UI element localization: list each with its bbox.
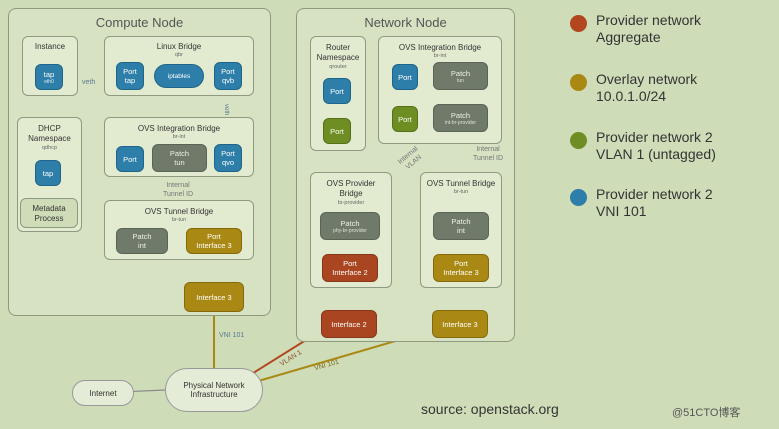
ovs-provider-title2: Bridge (339, 189, 363, 198)
compute-ovs-int-patch-tun[interactable]: Patch tun (152, 144, 207, 172)
veth-label: veth (82, 79, 96, 86)
router-port-blue[interactable]: Port (323, 78, 351, 104)
legend-dot-gold (570, 74, 587, 91)
ovs-provider-title: OVS Provider (326, 179, 376, 188)
network-ovs-tun-patch-int[interactable]: Patch int (433, 212, 489, 240)
iptables[interactable]: iptables (154, 64, 204, 88)
metadata-process[interactable]: Metadata Process (20, 198, 78, 228)
dhcp-tap[interactable]: tap (35, 160, 61, 186)
network-ovs-tun-title: OVS Tunnel Bridge (426, 179, 496, 188)
network-internal-tunnel-label: Internal Tunnel ID (472, 146, 504, 162)
network-ovs-int-sub: br-int (433, 53, 447, 59)
router-title: Router (325, 43, 350, 52)
compute-ovs-int-sub: br-int (172, 134, 186, 140)
internet-cloud[interactable]: Internet (72, 380, 134, 406)
router-sub: qrouter (329, 64, 347, 70)
legend-provider2-vlan: Provider network 2 VLAN 1 (untagged) (570, 129, 766, 163)
ovs-provider-port-interface2[interactable]: Port Interface 2 (322, 254, 378, 282)
instance-title: Instance (34, 42, 66, 51)
compute-ovs-tun-patch-int[interactable]: Patch int (116, 228, 168, 254)
legend-provider2-vni: Provider network 2 VNI 101 (570, 186, 766, 220)
network-ovs-int-title: OVS Integration Bridge (398, 43, 482, 52)
ovs-provider-patch[interactable]: Patch phy-br-provider (320, 212, 380, 240)
legend-overlay: Overlay network 10.0.1.0/24 (570, 71, 766, 105)
watermark: @51CTO博客 (672, 407, 741, 419)
compute-interface3[interactable]: Interface 3 (184, 282, 244, 312)
network-interface2[interactable]: Interface 2 (321, 310, 377, 338)
compute-ovs-int-title: OVS Integration Bridge (137, 124, 221, 133)
network-ovs-int-patch-provider[interactable]: Patch int-br-provider (433, 104, 488, 132)
physical-network-cloud[interactable]: Physical Network Infrastructure (165, 368, 263, 412)
compute-ovs-tun-sub: br-tun (171, 217, 187, 223)
source-caption: source: openstack.org (421, 401, 559, 417)
dhcp-sub: qdhcp (42, 145, 57, 151)
legend-dot-blue (570, 189, 587, 206)
legend-provider-aggregate: Provider network Aggregate (570, 12, 766, 46)
compute-internal-tunnel-label: Internal Tunnel ID (162, 182, 194, 198)
compute-ovs-tun-title: OVS Tunnel Bridge (144, 207, 214, 216)
linux-bridge-title: Linux Bridge (156, 42, 202, 51)
ovs-provider-sub: br-provider (337, 200, 365, 206)
network-ovs-int-patch-tun[interactable]: Patch tun (433, 62, 488, 90)
network-ovs-int-port-blue[interactable]: Port (392, 64, 418, 90)
network-interface3[interactable]: Interface 3 (432, 310, 488, 338)
vni-label-vertical: VNI 101 (219, 332, 245, 339)
network-ovs-tun-port-interface3[interactable]: Port Interface 3 (433, 254, 489, 282)
linux-bridge-port-tap[interactable]: Port tap (116, 62, 144, 90)
dhcp-title2: Namespace (28, 134, 71, 143)
dhcp-title: DHCP (38, 124, 61, 133)
linux-bridge-port-qvb[interactable]: Port qvb (214, 62, 242, 90)
legend-dot-red (570, 15, 587, 32)
compute-ovs-int-port[interactable]: Port (116, 146, 144, 172)
network-ovs-tun-sub: br-tun (453, 189, 469, 195)
compute-ovs-tun-port-interface3[interactable]: Port Interface 3 (186, 228, 242, 254)
compute-ovs-int-port-qvo[interactable]: Port qvo (214, 144, 242, 172)
network-ovs-int-port-green[interactable]: Port (392, 106, 418, 132)
instance-tap[interactable]: tap eth0 (35, 64, 63, 90)
veth-vertical-label: veth (223, 104, 229, 116)
compute-node-title: Compute Node (95, 15, 184, 30)
linux-bridge-sub: qbr (175, 52, 183, 58)
legend-dot-green (570, 132, 587, 149)
router-title2: Namespace (316, 53, 360, 62)
network-node-title: Network Node (364, 15, 447, 30)
router-port-green[interactable]: Port (323, 118, 351, 144)
